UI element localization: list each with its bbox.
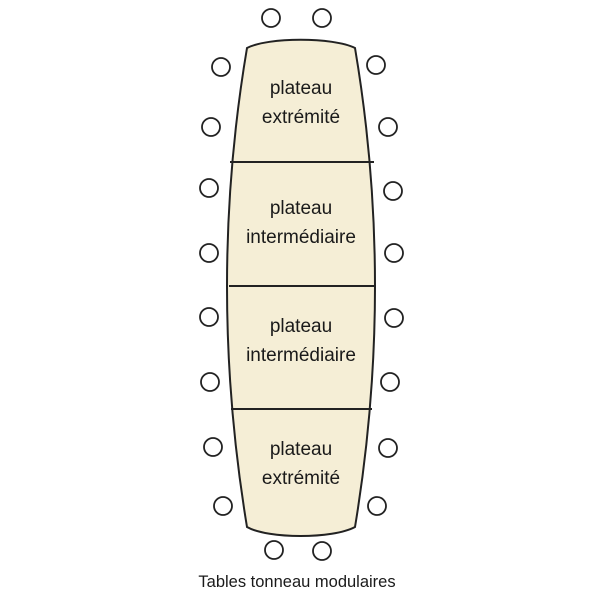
panel-intermediate-1-line1: plateau <box>270 198 332 219</box>
chair-left-1 <box>211 57 231 77</box>
panel-intermediate-2-line2: intermédiaire <box>246 345 356 366</box>
chair-left-6 <box>200 372 220 392</box>
chair-left-3 <box>199 178 219 198</box>
panel-top-end: plateau extrémité <box>262 78 340 128</box>
chairs <box>199 8 404 561</box>
panel-intermediate-2-line1: plateau <box>270 316 332 337</box>
chair-top-left <box>261 8 281 28</box>
chair-right-7 <box>378 438 398 458</box>
chair-top-right <box>312 8 332 28</box>
panel-top-end-line1: plateau <box>270 78 332 99</box>
chair-right-2 <box>378 117 398 137</box>
panel-bottom-end-line2: extrémité <box>262 468 340 489</box>
chair-left-7 <box>203 437 223 457</box>
chair-left-8 <box>213 496 233 516</box>
chair-bottom-left <box>264 540 284 560</box>
panel-bottom-end-line1: plateau <box>270 439 332 460</box>
chair-right-8 <box>367 496 387 516</box>
chair-bottom-right <box>312 541 332 561</box>
panel-intermediate-1-line2: intermédiaire <box>246 227 356 248</box>
chair-right-6 <box>380 372 400 392</box>
barrel-table-outline <box>226 38 376 537</box>
panel-bottom-end: plateau extrémité <box>262 439 340 489</box>
chair-right-4 <box>384 243 404 263</box>
chair-left-5 <box>199 307 219 327</box>
chair-right-1 <box>366 55 386 75</box>
chair-left-2 <box>201 117 221 137</box>
chair-right-5 <box>384 308 404 328</box>
diagram-caption: Tables tonneau modulaires <box>198 573 395 591</box>
panel-intermediate-2: plateau intermédiaire <box>246 316 356 366</box>
panel-intermediate-1: plateau intermédiaire <box>246 198 356 248</box>
chair-left-4 <box>199 243 219 263</box>
panel-top-end-line2: extrémité <box>262 107 340 128</box>
chair-right-3 <box>383 181 403 201</box>
